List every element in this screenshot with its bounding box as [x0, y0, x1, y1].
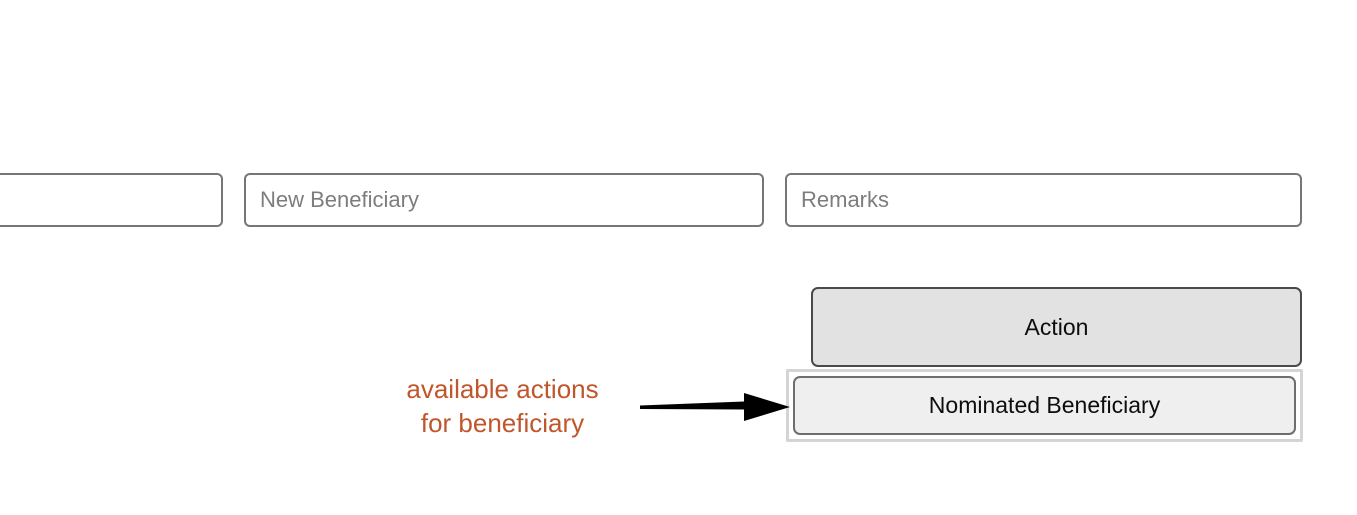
remarks-field-placeholder: Remarks [801, 187, 890, 212]
new-beneficiary-field[interactable]: New Beneficiary [244, 173, 764, 227]
menu-item-nominated-beneficiary[interactable]: Nominated Beneficiary [793, 376, 1296, 435]
menu-item-label: Nominated Beneficiary [928, 392, 1161, 418]
annotation-label: available actions for beneficiary [406, 374, 599, 439]
remarks-field[interactable]: Remarks [785, 173, 1302, 227]
account-field[interactable] [0, 173, 223, 227]
new-beneficiary-field-placeholder: New Beneficiary [260, 187, 419, 212]
action-button-label: Action [1024, 313, 1089, 340]
action-menu: Nominated Beneficiary [786, 369, 1303, 442]
annotation-arrow-icon [640, 393, 790, 421]
action-button[interactable]: Action [811, 287, 1302, 367]
